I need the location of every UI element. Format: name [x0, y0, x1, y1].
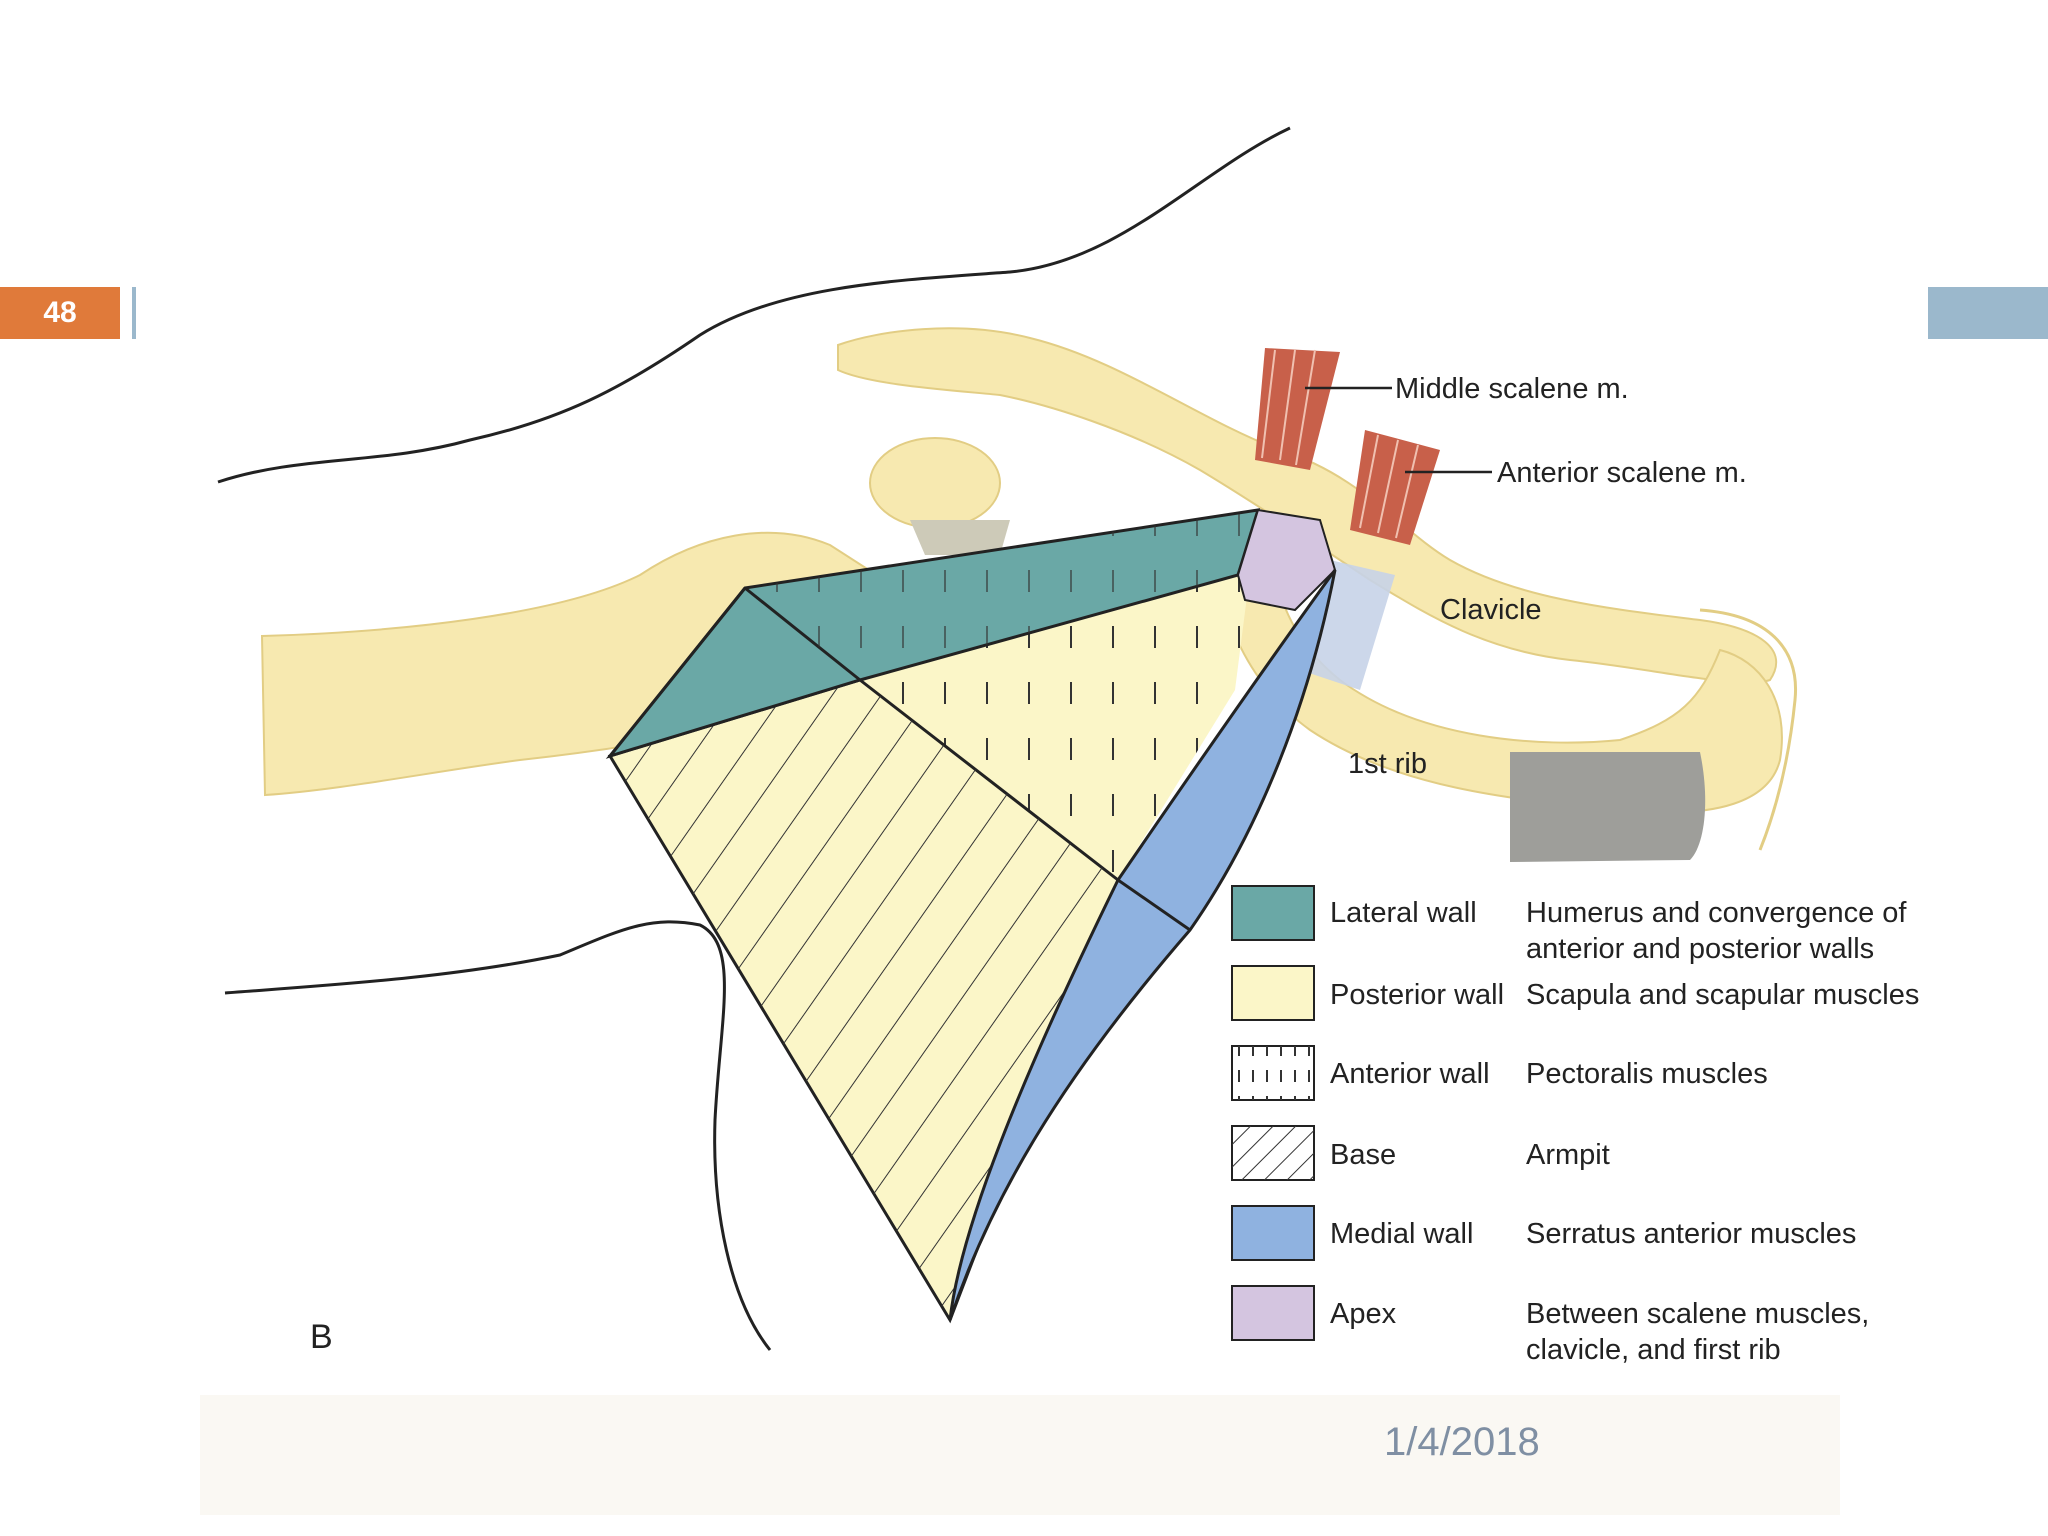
costal-cartilage: [1510, 752, 1706, 862]
slide-date: 1/4/2018: [1384, 1420, 1540, 1464]
legend-desc-line2: anterior and posterior walls: [1526, 933, 1874, 965]
legend-item-posterior-wall: Posterior wall Scapula and scapular musc…: [1231, 965, 1919, 1021]
legend-item-base: Base Armpit: [1231, 1125, 1610, 1181]
label-middle-scalene: Middle scalene m.: [1395, 373, 1629, 405]
figure-shadow: [200, 1395, 1840, 1515]
legend-name: Base: [1330, 1139, 1396, 1171]
clavicle: [837, 327, 1777, 684]
legend: Lateral wall Humerus and convergence of …: [1231, 885, 1919, 1366]
first-rib: [1218, 519, 1783, 814]
legend-swatch-pattern: [1232, 1126, 1314, 1180]
legend-desc-line2: clavicle, and first rib: [1526, 1334, 1781, 1366]
label-clavicle: Clavicle: [1440, 594, 1542, 626]
legend-swatch-pattern: [1232, 1046, 1314, 1100]
sternum-edge: [1699, 608, 1798, 851]
header-accent-block: [1928, 287, 2048, 339]
middle-scalene-muscle: [1255, 348, 1340, 470]
humeral-head: [869, 437, 1001, 529]
label-first-rib: 1st rib: [1348, 748, 1427, 780]
legend-swatch: [1231, 965, 1315, 1021]
slide-number: 48: [0, 287, 120, 339]
medial-wall: [948, 569, 1337, 1321]
legend-desc: Armpit: [1526, 1139, 1610, 1171]
legend-swatch: [1231, 1285, 1315, 1341]
joint-capsule: [910, 520, 1010, 555]
legend-item-apex: Apex Between scalene muscles, clavicle, …: [1231, 1285, 1869, 1366]
legend-item-anterior-wall: Anterior wall Pectoralis muscles: [1231, 1045, 1768, 1101]
legend-name: Anterior wall: [1330, 1058, 1490, 1090]
legend-desc: Scapula and scapular muscles: [1526, 979, 1919, 1011]
legend-name: Posterior wall: [1330, 979, 1504, 1011]
legend-swatch: [1231, 1205, 1315, 1261]
panel-letter: B: [310, 1318, 333, 1356]
legend-desc: Serratus anterior muscles: [1526, 1218, 1856, 1250]
shoulder-outline: [217, 126, 1291, 484]
legend-name: Lateral wall: [1330, 897, 1477, 929]
legend-desc: Humerus and convergence of: [1526, 897, 1907, 929]
legend-name: Apex: [1330, 1298, 1397, 1330]
legend-swatch: [1231, 885, 1315, 941]
legend-name: Medial wall: [1330, 1218, 1473, 1250]
anterior-scalene-muscle: [1350, 430, 1440, 545]
label-anterior-scalene: Anterior scalene m.: [1497, 457, 1747, 489]
legend-item-lateral-wall: Lateral wall Humerus and convergence of …: [1231, 885, 1907, 965]
slide-number-divider: [132, 287, 136, 339]
legend-desc: Pectoralis muscles: [1526, 1058, 1768, 1090]
legend-item-medial-wall: Medial wall Serratus anterior muscles: [1231, 1205, 1856, 1261]
legend-desc: Between scalene muscles,: [1526, 1298, 1869, 1330]
arm-outline: [224, 920, 772, 1351]
